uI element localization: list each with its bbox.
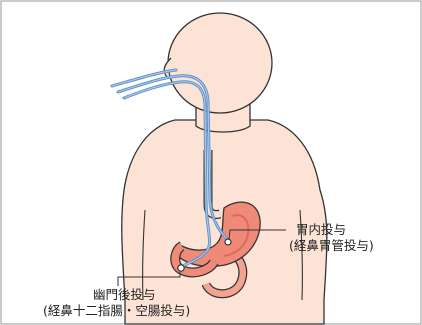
label-postpyloric-title: 幽門後投与 [93, 287, 156, 302]
label-gastric-title: 胃内投与 [296, 222, 346, 237]
label-gastric-sub: (経鼻胃管投与) [289, 238, 374, 253]
body-head [168, 13, 272, 113]
label-postpyloric-sub: (経鼻十二指腸・空腸投与) [43, 303, 190, 318]
gastric-tip-marker [225, 239, 231, 245]
postpyloric-tip-marker [178, 265, 184, 271]
